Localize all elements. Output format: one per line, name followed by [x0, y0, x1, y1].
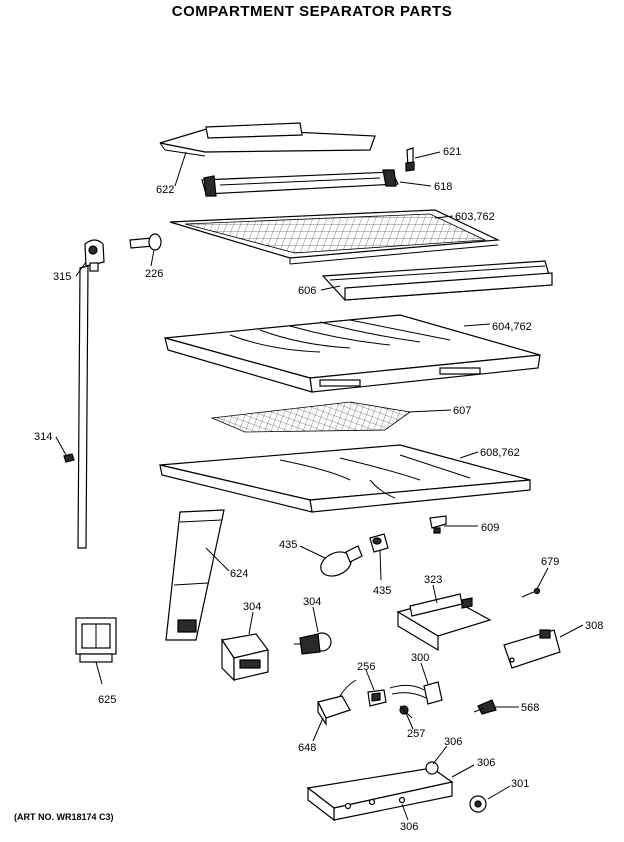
part-308-plate — [503, 629, 561, 669]
callout-608: 608,762 — [480, 447, 520, 459]
part-435-bulb — [320, 545, 363, 577]
callout-609: 609 — [481, 522, 499, 534]
callout-607: 607 — [453, 405, 471, 417]
callout-624: 624 — [230, 568, 248, 580]
callout-679: 679 — [541, 556, 559, 568]
part-304-thermostat — [294, 632, 332, 655]
callout-604: 604,762 — [492, 321, 532, 333]
callout-323: 323 — [424, 574, 442, 586]
part-568-screw — [473, 699, 497, 715]
part-622-top-cover — [159, 122, 376, 157]
part-624-panel — [165, 509, 225, 641]
callout-314: 314 — [34, 431, 52, 443]
part-618-bracket — [201, 169, 399, 197]
callout-301: 301 — [511, 778, 529, 790]
callout-618: 618 — [434, 181, 452, 193]
callout-621: 621 — [443, 146, 461, 158]
part-435-socket — [369, 533, 389, 553]
part-606-trim — [321, 260, 553, 301]
callout-257: 257 — [407, 728, 425, 740]
part-607-mesh-panel — [210, 401, 412, 433]
callout-226: 226 — [145, 268, 163, 280]
callout-568: 568 — [521, 702, 539, 714]
part-621-clip — [405, 147, 415, 172]
callout-603: 603,762 — [455, 211, 495, 223]
part-604-pan — [164, 314, 541, 393]
callout-606: 606 — [298, 285, 316, 297]
callout-306-top: 306 — [444, 736, 462, 748]
part-304-switch-block — [220, 633, 270, 682]
part-609-clip — [429, 515, 447, 534]
part-306-base-bracket — [306, 761, 454, 822]
callout-308: 308 — [585, 620, 603, 632]
part-301-grommet — [469, 795, 487, 813]
part-226-screw — [129, 233, 162, 251]
callout-622: 622 — [156, 184, 174, 196]
callout-315: 315 — [53, 271, 71, 283]
leader-lines — [55, 151, 584, 821]
part-257-screw — [399, 705, 413, 719]
callout-300: 300 — [411, 652, 429, 664]
part-679-screw — [521, 587, 541, 598]
callout-625: 625 — [98, 694, 116, 706]
callout-306-bottom: 306 — [400, 821, 418, 833]
callout-435-bulb: 435 — [279, 539, 297, 551]
part-314-rod — [63, 265, 89, 549]
callout-304-block: 304 — [243, 601, 261, 613]
callout-256: 256 — [357, 661, 375, 673]
part-323-bracket — [396, 593, 492, 652]
part-648-timer — [317, 679, 357, 726]
diagram-title: COMPARTMENT SEPARATOR PARTS — [171, 3, 453, 20]
part-625-switch — [75, 617, 117, 663]
callout-306-right: 306 — [477, 757, 495, 769]
part-608-pan — [159, 444, 531, 513]
part-300-relay — [389, 681, 443, 705]
art-number: (ART NO. WR18174 C3) — [14, 812, 114, 822]
callout-648: 648 — [298, 742, 316, 754]
part-315-hinge — [84, 239, 105, 272]
part-603-grid-shelf — [169, 209, 501, 265]
part-256-connector — [367, 689, 387, 707]
callout-435-socket: 435 — [373, 585, 391, 597]
part-callouts: 621 622 618 603,762 315 226 606 604,762 … — [34, 146, 603, 833]
callout-304-thermostat: 304 — [303, 596, 321, 608]
